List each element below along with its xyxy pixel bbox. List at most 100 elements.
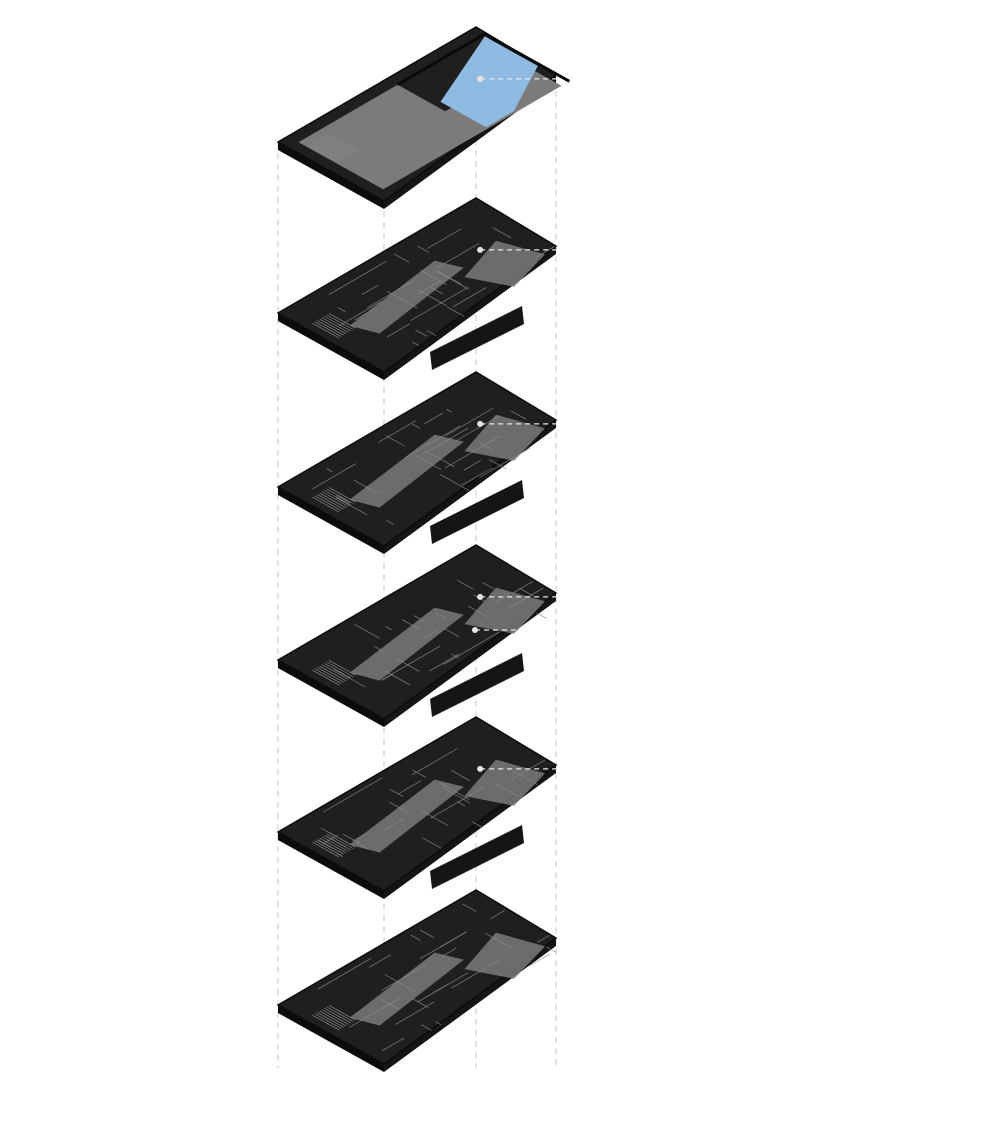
location-marker bbox=[477, 765, 484, 772]
interior-wall-line bbox=[426, 330, 437, 337]
stair-tread-line bbox=[317, 494, 344, 510]
interior-wall-line bbox=[333, 669, 366, 688]
stair-tread-line bbox=[319, 837, 347, 854]
interior-wall-line bbox=[393, 253, 410, 263]
level-floor-4 bbox=[276, 371, 558, 554]
interior-wall-line bbox=[336, 853, 343, 857]
interior-wall-line bbox=[373, 645, 384, 652]
interior-wall-line bbox=[326, 468, 333, 473]
stair-tread-line bbox=[315, 141, 345, 158]
interior-wall-line bbox=[337, 307, 346, 312]
interior-wall-line bbox=[335, 497, 368, 516]
stair-tread-line bbox=[324, 315, 351, 332]
interior-wall-line bbox=[489, 459, 507, 470]
interior-wall-line bbox=[417, 972, 469, 1003]
circulation-zone bbox=[464, 759, 545, 806]
interior-wall-line bbox=[338, 301, 381, 327]
stair-tread-line bbox=[328, 832, 356, 848]
stair-tread-line bbox=[319, 318, 347, 335]
interior-wall-line bbox=[354, 308, 375, 321]
circulation-zone bbox=[464, 240, 545, 287]
stair-tread-line bbox=[317, 320, 344, 336]
interior-wall-line bbox=[385, 435, 405, 447]
interior-wall-line bbox=[507, 587, 544, 610]
interior-wall-line bbox=[410, 934, 421, 941]
interior-wall-line bbox=[381, 1037, 405, 1052]
stair-tread-line bbox=[324, 489, 351, 506]
interior-wall-line bbox=[512, 580, 534, 594]
interior-wall-line bbox=[354, 624, 380, 639]
interior-wall-line bbox=[421, 1024, 432, 1031]
interior-wall-line bbox=[493, 596, 507, 605]
interior-wall-line bbox=[419, 931, 468, 960]
balcony-slab bbox=[430, 306, 524, 370]
interior-wall-line bbox=[323, 777, 383, 813]
stair-tread-line bbox=[324, 834, 351, 851]
interior-wall-line bbox=[411, 997, 429, 1009]
location-marker bbox=[477, 75, 484, 82]
interior-wall-line bbox=[405, 425, 461, 458]
interior-wall-line bbox=[463, 459, 482, 471]
stair-tread-line bbox=[312, 1014, 340, 1031]
interior-wall-line bbox=[386, 520, 394, 525]
interior-wall-line bbox=[535, 246, 556, 258]
stair-tread-line bbox=[311, 143, 341, 161]
stair-tread-line bbox=[321, 836, 349, 852]
interior-wall-line bbox=[401, 619, 422, 631]
stair-tread-line bbox=[313, 142, 343, 160]
stair-tread-line bbox=[328, 1005, 356, 1021]
interior-wall-line bbox=[461, 467, 493, 486]
interior-wall-line bbox=[436, 612, 446, 619]
interior-wall-line bbox=[421, 810, 448, 826]
interior-wall-line bbox=[366, 280, 414, 309]
stair-tread-line bbox=[319, 1010, 347, 1027]
interior-wall-line bbox=[361, 284, 379, 296]
stair-tread-line bbox=[319, 665, 347, 682]
circulation-zone bbox=[349, 952, 464, 1026]
interior-wall-line bbox=[529, 953, 551, 967]
stair-tread-line bbox=[312, 322, 340, 339]
interior-wall-line bbox=[356, 842, 369, 850]
stair-tread-line bbox=[321, 317, 349, 333]
interior-wall-line bbox=[444, 407, 494, 437]
interior-wall-line bbox=[478, 441, 494, 451]
interior-wall-line bbox=[381, 673, 394, 681]
stair-tread-line bbox=[321, 664, 349, 680]
interior-wall-line bbox=[342, 833, 360, 844]
interior-wall-line bbox=[383, 817, 405, 831]
interior-wall-line bbox=[451, 959, 500, 989]
interior-wall-line bbox=[317, 839, 332, 849]
interior-wall-line bbox=[472, 821, 483, 828]
stair-tread-line bbox=[314, 1013, 342, 1029]
stair-tread-line bbox=[326, 1006, 354, 1022]
interior-wall-line bbox=[443, 631, 500, 665]
stair-tread-line bbox=[312, 841, 340, 858]
stair-tread-line bbox=[326, 661, 354, 677]
interior-wall-line bbox=[451, 653, 459, 659]
stair-tread-line bbox=[326, 833, 354, 849]
level-floor-2 bbox=[276, 716, 558, 899]
stair-tread-line bbox=[314, 495, 342, 511]
interior-wall-line bbox=[398, 780, 422, 795]
interior-wall-line bbox=[328, 260, 388, 295]
interior-wall-line bbox=[336, 495, 351, 504]
interior-wall-line bbox=[378, 420, 417, 443]
balcony-slab bbox=[430, 825, 524, 889]
interior-wall-line bbox=[438, 782, 470, 800]
stair-tread-line bbox=[328, 313, 356, 329]
stair-tread-line bbox=[324, 1007, 351, 1024]
stair-tread-line bbox=[312, 669, 340, 686]
stair-tread-line bbox=[328, 487, 356, 503]
circulation-zone bbox=[349, 434, 464, 508]
interior-wall-line bbox=[437, 271, 470, 290]
stair-tread-line bbox=[320, 138, 350, 156]
interior-wall-line bbox=[446, 408, 452, 413]
interior-wall-line bbox=[462, 903, 477, 912]
interior-wall-line bbox=[430, 287, 444, 295]
interior-wall-line bbox=[441, 786, 471, 804]
slab-side-face bbox=[278, 142, 384, 209]
interior-wall-line bbox=[436, 243, 480, 269]
slab-side-face bbox=[278, 660, 384, 727]
